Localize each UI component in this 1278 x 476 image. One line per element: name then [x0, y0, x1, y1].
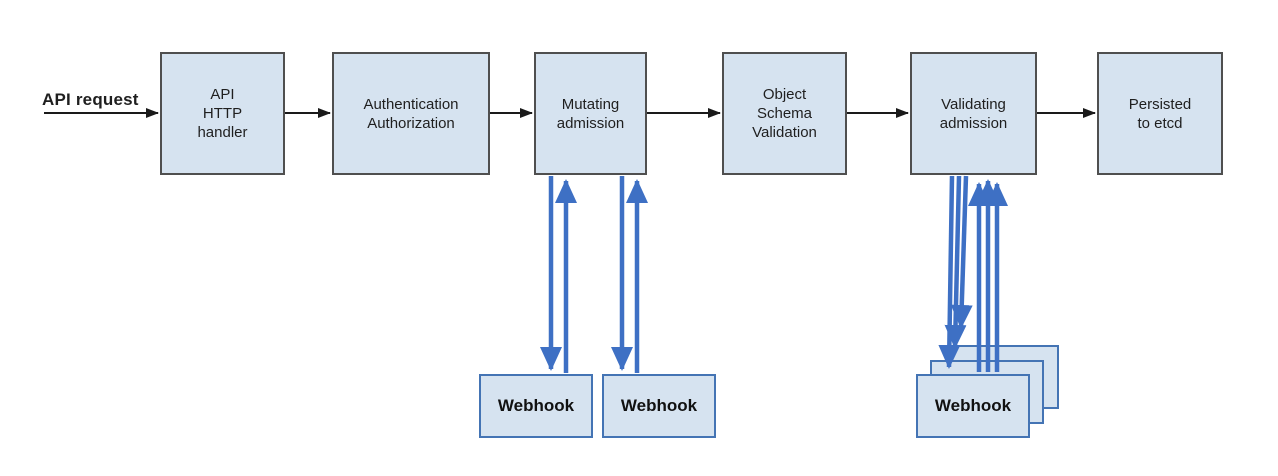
mutating-webhook-box-1: Webhook [479, 374, 593, 438]
node-validating-admission: Validating admission [910, 52, 1037, 175]
mutating-webhook-box-2: Webhook [602, 374, 716, 438]
node-object-schema-validation: Object Schema Validation [722, 52, 847, 175]
validating-webhook-down-arrow-1 [938, 175, 961, 369]
node-mutating-admission-label: Mutating admission [556, 95, 625, 132]
validating-webhook-box-front-label: Webhook [934, 396, 1012, 415]
node-persisted-to-etcd: Persisted to etcd [1097, 52, 1223, 175]
validating-webhook-box-front: Webhook [916, 374, 1030, 438]
node-api-http-handler-label: API HTTP handler [197, 86, 248, 141]
node-mutating-admission: Mutating admission [534, 52, 647, 175]
node-authentication-authorization: Authentication Authorization [332, 52, 490, 175]
validating-webhook-down-arrow-3 [950, 175, 973, 329]
mutating-webhook-box-1-label: Webhook [497, 396, 575, 415]
node-authentication-authorization-label: Authentication Authorization [363, 95, 459, 132]
node-persisted-to-etcd-label: Persisted to etcd [1128, 95, 1192, 132]
validating-webhook-down-arrow-2 [944, 175, 967, 349]
node-api-http-handler: API HTTP handler [160, 52, 285, 175]
mutating-webhook-box-2-label: Webhook [620, 396, 698, 415]
node-object-schema-validation-label: Object Schema Validation [752, 86, 817, 141]
api-request-label: API request [42, 90, 139, 109]
node-validating-admission-label: Validating admission [939, 95, 1008, 132]
